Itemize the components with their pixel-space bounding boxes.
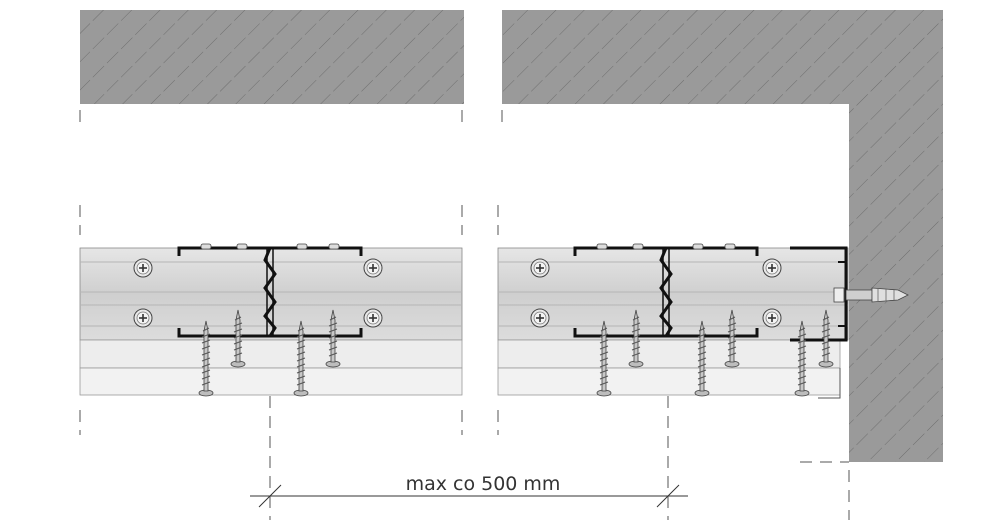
plasterboard-layer-2-right bbox=[497, 367, 841, 396]
concrete-ceiling-left bbox=[80, 10, 464, 104]
dimension-label: max co 500 mm bbox=[406, 473, 561, 495]
concrete-ceiling-right-with-wall bbox=[502, 10, 943, 462]
left-ceiling-assembly bbox=[79, 242, 463, 397]
wall-anchor-dowel-icon bbox=[833, 287, 909, 303]
plasterboard-layer-2 bbox=[79, 367, 463, 396]
right-ceiling-assembly bbox=[497, 242, 909, 399]
dashed-guide-lines bbox=[79, 110, 850, 520]
plasterboard-layer-1-right bbox=[497, 339, 841, 369]
plasterboard-layer-1 bbox=[79, 339, 463, 369]
dimension-line bbox=[250, 484, 688, 508]
